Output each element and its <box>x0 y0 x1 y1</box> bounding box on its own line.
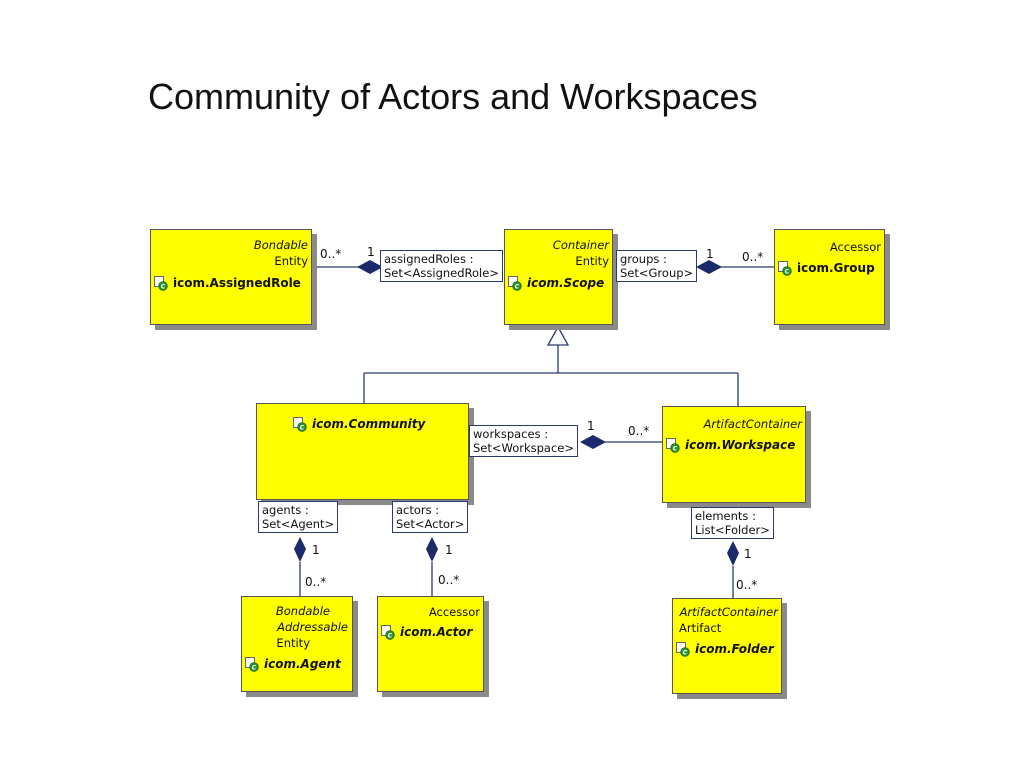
role-label-elements: elements : List<Folder> <box>691 507 774 539</box>
class-name: C icom.AssignedRole <box>154 275 301 291</box>
class-icon: C <box>778 260 793 276</box>
multiplicity-label: 0..* <box>736 578 758 592</box>
class-scope[interactable]: Container Entity C icom.Scope <box>504 229 613 325</box>
class-icon: C <box>293 416 308 432</box>
class-name: C icom.Group <box>778 260 875 276</box>
svg-text:C: C <box>515 283 520 290</box>
class-name: C icom.Community <box>293 416 425 432</box>
class-community[interactable]: C icom.Community <box>256 403 469 500</box>
class-icon: C <box>381 624 396 640</box>
stereotype-label: ArtifactContainer <box>703 417 802 431</box>
multiplicity-label: 1 <box>445 543 453 557</box>
class-workspace[interactable]: ArtifactContainer C icom.Workspace <box>662 406 806 503</box>
multiplicity-label: 1 <box>587 419 595 433</box>
multiplicity-label: 0..* <box>628 424 650 438</box>
class-agent[interactable]: Bondable Addressable Entity C icom.Agent <box>241 596 353 692</box>
filled-diamond-icon <box>696 260 722 274</box>
multiplicity-label: 0..* <box>305 575 327 589</box>
filled-diamond-icon <box>426 537 438 562</box>
multiplicity-label: 0..* <box>320 247 342 261</box>
multiplicity-label: 0..* <box>438 573 460 587</box>
class-icon: C <box>154 275 169 291</box>
parent-label: Entity <box>274 254 308 268</box>
role-label-groups: groups : Set<Group> <box>616 250 698 282</box>
class-name: C icom.Agent <box>245 656 341 672</box>
class-name: C icom.Scope <box>508 275 604 291</box>
stereotype-label: Bondable <box>275 604 330 618</box>
multiplicity-label: 1 <box>706 247 714 261</box>
class-actor[interactable]: Accessor C icom.Actor <box>377 596 484 692</box>
role-label-workspaces: workspaces : Set<Workspace> <box>469 425 579 457</box>
svg-text:C: C <box>300 424 305 431</box>
stereotype-label: Addressable <box>277 620 348 634</box>
multiplicity-label: 1 <box>312 543 320 557</box>
filled-diamond-icon <box>727 541 739 566</box>
filled-diamond-icon <box>357 260 383 274</box>
multiplicity-label: 0..* <box>742 250 764 264</box>
class-assigned-role[interactable]: Bondable Entity C icom.AssignedRole <box>150 229 312 325</box>
parent-label: Artifact <box>679 621 722 635</box>
svg-text:C: C <box>683 649 688 656</box>
class-name: C icom.Folder <box>676 641 774 657</box>
class-group[interactable]: Accessor C icom.Group <box>774 229 885 325</box>
svg-text:C: C <box>388 632 393 639</box>
parent-label: Accessor <box>428 605 480 619</box>
filled-diamond-icon <box>294 537 306 562</box>
class-icon: C <box>676 641 691 657</box>
svg-text:C: C <box>785 268 790 275</box>
page-title: Community of Actors and Workspaces <box>148 76 758 117</box>
class-icon: C <box>666 437 681 453</box>
class-name: C icom.Actor <box>381 624 472 640</box>
class-icon: C <box>245 656 260 672</box>
hollow-triangle-icon <box>546 325 570 346</box>
svg-text:C: C <box>673 445 678 452</box>
svg-text:C: C <box>252 664 257 671</box>
multiplicity-label: 1 <box>744 547 752 561</box>
svg-text:C: C <box>161 283 166 290</box>
stereotype-label: ArtifactContainer <box>679 605 778 619</box>
role-label-agents: agents : Set<Agent> <box>258 501 339 533</box>
class-name: C icom.Workspace <box>666 437 795 453</box>
class-folder[interactable]: ArtifactContainer Artifact C icom.Folder <box>672 598 782 694</box>
role-label-assigned-roles: assignedRoles : Set<AssignedRole> <box>380 250 503 282</box>
parent-label: Accessor <box>829 240 881 254</box>
stereotype-label: Container <box>552 238 609 252</box>
multiplicity-label: 1 <box>367 245 375 259</box>
parent-label: Entity <box>276 636 310 650</box>
stereotype-label: Bondable <box>253 238 308 252</box>
filled-diamond-icon <box>580 435 606 449</box>
class-icon: C <box>508 275 523 291</box>
parent-label: Entity <box>575 254 609 268</box>
role-label-actors: actors : Set<Actor> <box>392 501 469 533</box>
